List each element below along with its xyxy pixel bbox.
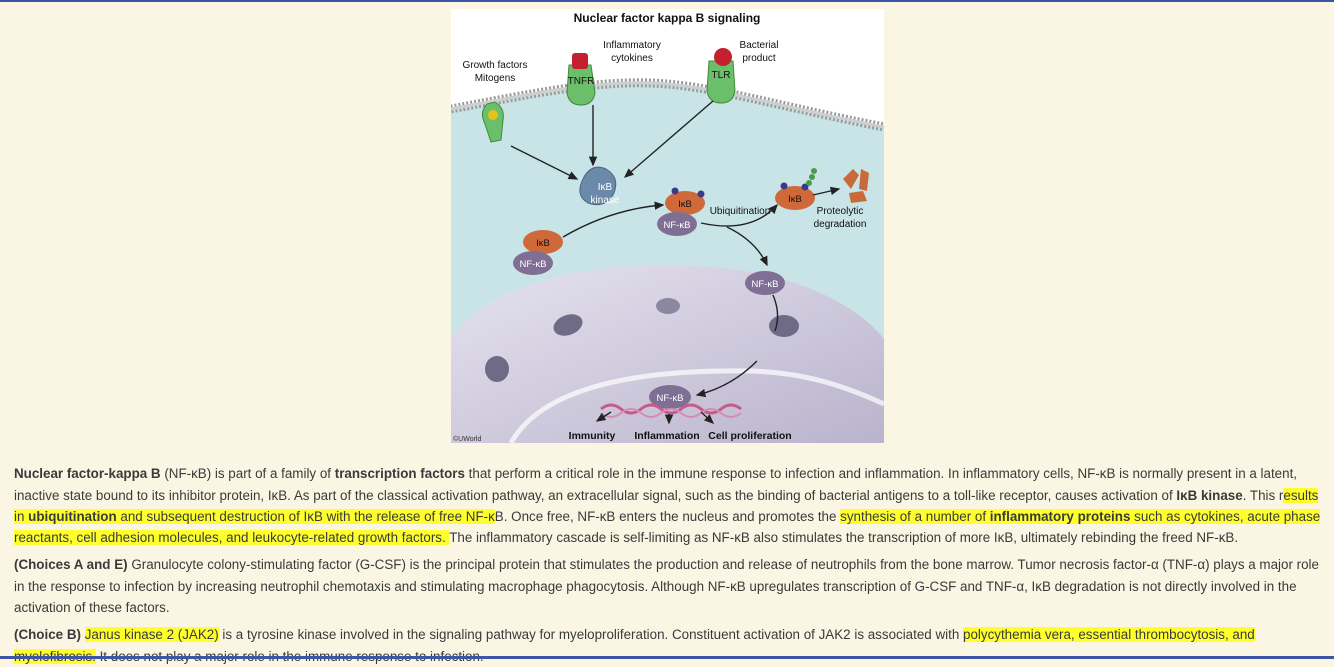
text-span: (NF-κB) is part of a family of: [160, 466, 335, 482]
tnfr-receptor: [566, 53, 596, 106]
text-span: is a tyrosine kinase involved in the sig…: [218, 627, 963, 643]
text-span: . This r: [1242, 487, 1284, 503]
bottom-border: [0, 656, 1334, 659]
bold-text: (Choices A and E): [14, 557, 128, 573]
label-nfkb-center: NF-κB: [664, 220, 691, 231]
highlighted-text: and subsequent destruction of IκB with t…: [116, 508, 495, 524]
bold-text: (Choice B): [14, 627, 81, 643]
figure-title: Nuclear factor kappa B signaling: [574, 11, 761, 25]
label-inflammatory: Inflammatory: [603, 40, 661, 51]
ikb-shape: [523, 230, 563, 254]
label-bacterial: Bacterial: [740, 40, 779, 51]
bold-text: transcription factors: [334, 466, 465, 482]
label-ikb-kinase-2: kinase: [591, 195, 620, 206]
label-immunity: Immunity: [569, 430, 616, 442]
label-nfkb-nucleus: NF-κB: [657, 393, 684, 404]
diagram-canvas: Nuclear factor kappa B signaling Growth …: [451, 9, 884, 443]
highlighted-text: inflammatory proteins: [989, 508, 1131, 524]
nfkb-shape: [513, 251, 553, 275]
copyright-label: ©UWorld: [453, 435, 481, 443]
nfkb-signaling-diagram: Nuclear factor kappa B signaling Growth …: [451, 9, 884, 443]
tlr-receptor: [706, 48, 736, 104]
label-nfkb-left: NF-κB: [520, 259, 547, 270]
label-tlr: TLR: [712, 70, 731, 81]
label-nfkb-free: NF-κB: [752, 279, 779, 290]
label-product: product: [742, 53, 776, 64]
pathway-arrows: [510, 100, 841, 425]
explanation-paragraph-main: Nuclear factor-kappa B (NF-κB) is part o…: [14, 463, 1322, 548]
label-proteolytic: Proteolytic: [817, 206, 864, 217]
explanation-paragraph-choice-b: (Choice B) Janus kinase 2 (JAK2) is a ty…: [14, 624, 1322, 667]
label-cell-proliferation: Cell proliferation: [708, 430, 791, 442]
label-ubiquitination: Ubiquitination: [710, 206, 771, 217]
ikb-kinase-shape: [579, 166, 617, 206]
text-span: that perform a critical role in the immu…: [14, 466, 1298, 503]
highlighted-text: Janus kinase 2 (JAK2): [84, 627, 219, 643]
label-ikb-right: IκB: [788, 194, 802, 205]
proteolytic-fragments: [843, 169, 869, 203]
label-growth-factors: Growth factors: [462, 60, 527, 71]
text-span: The inflammatory cascade is self-limitin…: [449, 530, 1239, 546]
growth-factor-receptor: [481, 101, 504, 143]
highlighted-text: synthesis of a number of: [840, 508, 990, 524]
bold-text: Nuclear factor-kappa B: [14, 466, 161, 482]
highlighted-text: ubiquitination: [28, 508, 117, 524]
label-mitogens: Mitogens: [475, 73, 516, 84]
label-degradation: degradation: [814, 219, 867, 230]
label-inflammation: Inflammation: [634, 430, 699, 442]
dna-strand: [600, 403, 742, 415]
top-border: [0, 0, 1334, 2]
label-cytokines: cytokines: [611, 53, 653, 64]
text-span: Granulocyte colony-stimulating factor (G…: [14, 557, 1319, 615]
bold-text: IκB kinase: [1176, 487, 1243, 503]
explanation-paragraph-choices-a-e: (Choices A and E) Granulocyte colony-sti…: [14, 554, 1322, 618]
label-ikb-left: IκB: [536, 238, 550, 249]
text-span: B. Once free, NF-κB enters the nucleus a…: [494, 508, 841, 524]
label-ikb-kinase-1: IκB: [598, 182, 613, 193]
label-tnfr: TNFR: [568, 76, 595, 87]
label-ikb-center: IκB: [678, 199, 692, 210]
